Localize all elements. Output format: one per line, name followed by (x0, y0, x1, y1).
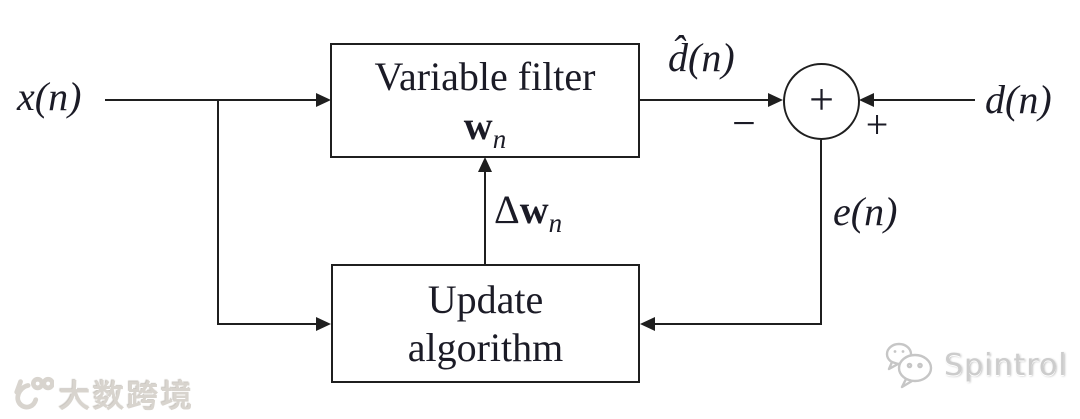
variable-filter-symbol: wn (463, 103, 506, 153)
input-branch-vertical-line (217, 99, 219, 325)
weight-update-arrowhead-icon (478, 157, 492, 172)
error-horizontal-line (655, 323, 821, 325)
watermark-left-text: 大数跨境 (59, 379, 195, 415)
desired-arrowhead-icon (859, 93, 874, 107)
estimate-arrowhead-icon (768, 93, 783, 107)
input-branch-horizontal-line (217, 323, 317, 325)
wechat-icon (885, 342, 933, 389)
watermark-right: Spintrol (884, 341, 1068, 389)
label-estimate-signal: d̂(n) (668, 35, 735, 80)
watermark-left: 大数跨境 (8, 371, 195, 416)
summing-junction: + (783, 63, 860, 140)
input-line (105, 99, 317, 101)
label-desired-signal: d(n) (985, 77, 1052, 122)
input-branch-arrowhead-icon (316, 317, 331, 331)
label-weight-update: Δwn (494, 187, 562, 237)
weight-update-subscript: n (548, 208, 563, 238)
label-error-signal: e(n) (833, 189, 898, 234)
watermark-right-text: Spintrol (944, 347, 1068, 383)
error-vertical-line (820, 140, 822, 325)
weight-vector-symbol: w (463, 103, 493, 148)
label-input-signal: x(n) (17, 74, 82, 119)
variable-filter-title: Variable filter (374, 54, 596, 99)
variable-filter-block: Variable filter wn (330, 43, 640, 158)
weight-update-base: w (519, 187, 549, 232)
plus-sign: + (865, 102, 889, 147)
update-algorithm-title-line2: algorithm (407, 325, 564, 370)
update-algorithm-block: Update algorithm (331, 264, 640, 383)
weight-vector-subscript: n (492, 124, 507, 154)
dashu-logo-icon (14, 376, 54, 409)
update-algorithm-title-line1: Update (427, 277, 544, 322)
estimate-line (640, 99, 769, 101)
error-arrowhead-icon (640, 317, 655, 331)
desired-line (874, 99, 975, 101)
minus-sign: − (732, 101, 756, 147)
input-arrowhead-icon (316, 93, 331, 107)
delta-symbol: Δ (494, 187, 520, 232)
weight-update-line (484, 172, 486, 264)
summing-junction-plus-symbol: + (809, 74, 834, 124)
